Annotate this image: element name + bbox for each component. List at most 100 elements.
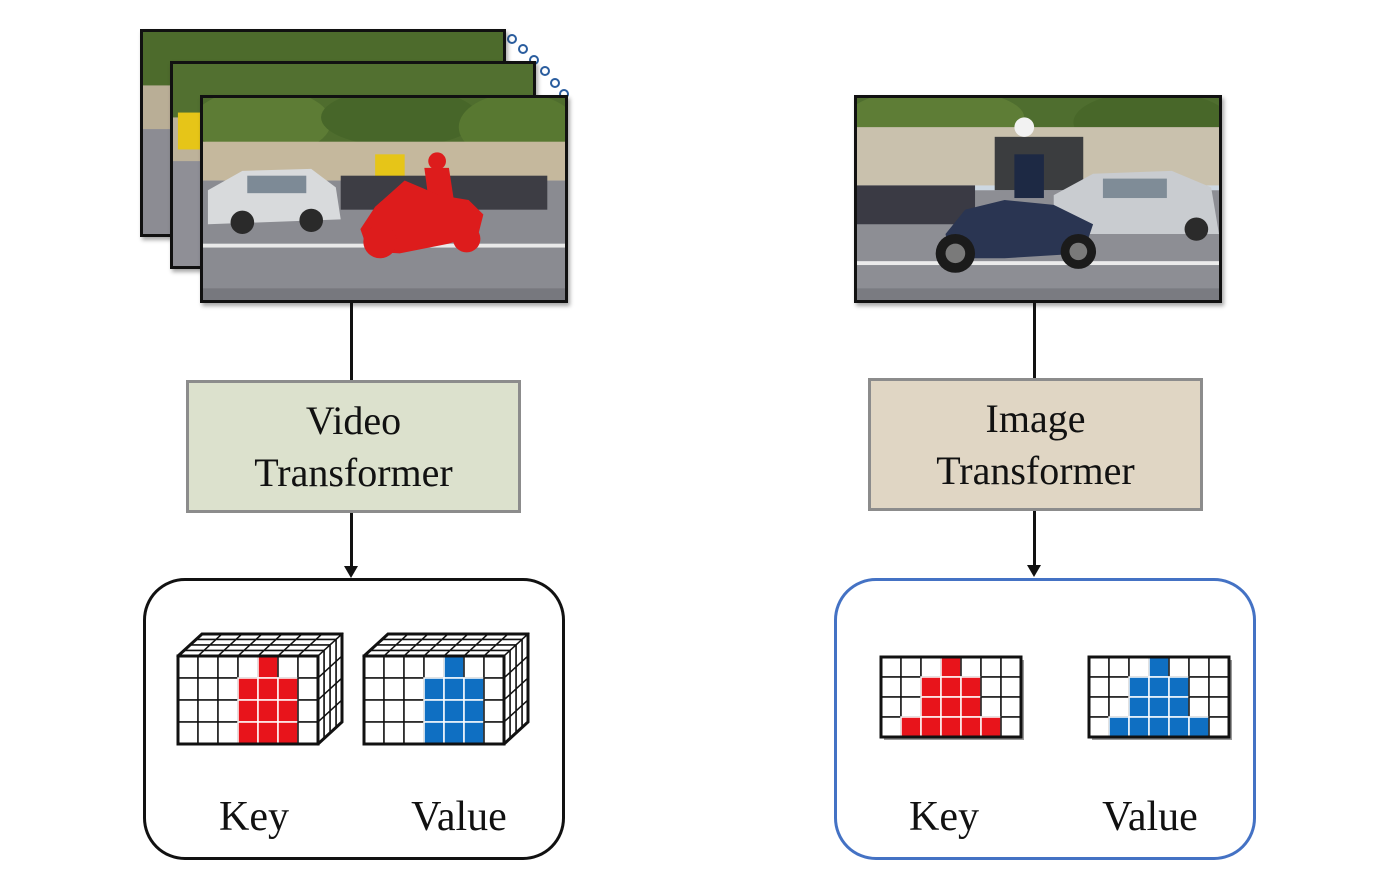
- image-value-filled-cell: [1188, 716, 1210, 738]
- image-key-empty-cell: [880, 696, 902, 718]
- image-key-empty-cell: [980, 656, 1002, 678]
- video-value-filled-cell: [463, 721, 485, 745]
- image-key-filled-cell: [960, 676, 982, 698]
- video-output-arrow-line: [350, 513, 353, 568]
- video-key-label: Key: [219, 794, 289, 840]
- video-key-filled-cell: [277, 721, 299, 745]
- image-key-empty-cell: [1000, 656, 1022, 678]
- video-value-back-edge: [362, 632, 530, 746]
- image-value-filled-cell: [1168, 696, 1190, 718]
- image-key-border: [879, 655, 1023, 739]
- video-key-grid: [176, 632, 344, 746]
- image-key-label: Key: [909, 794, 979, 840]
- image-transformer-line2: Transformer: [936, 447, 1135, 493]
- image-key-empty-cell: [1000, 676, 1022, 698]
- down-arrow-icon: [1027, 565, 1041, 577]
- video-key-filled-cell: [237, 699, 259, 723]
- image-key-empty-cell: [980, 676, 1002, 698]
- video-key-filled-cell: [257, 721, 279, 745]
- image-key-grid: [879, 655, 1024, 740]
- video-value-filled-cell: [443, 655, 465, 679]
- image-value-label: Value: [1102, 794, 1198, 840]
- video-value-empty-cell: [363, 699, 385, 723]
- image-key-empty-cell: [960, 656, 982, 678]
- video-key-back-edge: [176, 632, 344, 746]
- image-value-empty-cell: [1088, 676, 1110, 698]
- image-value-filled-cell: [1148, 656, 1170, 678]
- video-key-empty-cell: [177, 677, 199, 701]
- video-key-empty-cell: [217, 721, 239, 745]
- image-value-empty-cell: [1088, 716, 1110, 738]
- video-value-filled-cell: [443, 677, 465, 701]
- image-value-empty-cell: [1088, 656, 1110, 678]
- video-value-empty-cell: [483, 721, 505, 745]
- video-value-filled-cell: [443, 721, 465, 745]
- frame-dot: [518, 44, 528, 54]
- image-key-empty-cell: [1000, 716, 1022, 738]
- image-value-empty-cell: [1188, 656, 1210, 678]
- video-key-empty-cell: [197, 699, 219, 723]
- video-value-empty-cell: [483, 655, 505, 679]
- video-value-empty-cell: [383, 677, 405, 701]
- image-key-filled-cell: [940, 656, 962, 678]
- video-transformer-box: Video Transformer: [186, 380, 521, 513]
- frame-dot: [540, 66, 550, 76]
- video-key-filled-cell: [237, 677, 259, 701]
- video-key-empty-cell: [237, 655, 259, 679]
- image-key-empty-cell: [880, 656, 902, 678]
- video-value-empty-cell: [383, 721, 405, 745]
- image-value-filled-cell: [1168, 716, 1190, 738]
- image-value-filled-cell: [1128, 696, 1150, 718]
- frame-dot: [550, 78, 560, 88]
- image-key-empty-cell: [1000, 696, 1022, 718]
- video-value-empty-cell: [363, 677, 385, 701]
- image-key-filled-cell: [920, 696, 942, 718]
- video-key-empty-cell: [217, 655, 239, 679]
- frame-dot: [507, 34, 517, 44]
- video-key-empty-cell: [297, 655, 319, 679]
- video-key-empty-cell: [217, 699, 239, 723]
- video-key-filled-cell: [277, 677, 299, 701]
- image-value-filled-cell: [1148, 676, 1170, 698]
- video-transformer-line1: Video: [305, 397, 402, 443]
- video-value-empty-cell: [383, 699, 405, 723]
- image-key-empty-cell: [900, 696, 922, 718]
- image-value-empty-cell: [1128, 656, 1150, 678]
- image-key-filled-cell: [920, 716, 942, 738]
- video-value-filled-cell: [423, 721, 445, 745]
- image-key-empty-cell: [880, 716, 902, 738]
- video-value-empty-cell: [403, 699, 425, 723]
- video-key-filled-cell: [257, 699, 279, 723]
- image-key-filled-cell: [900, 716, 922, 738]
- video-value-front-border: [362, 654, 506, 746]
- image-value-empty-cell: [1208, 656, 1230, 678]
- video-key-filled-cell: [277, 699, 299, 723]
- image-value-filled-cell: [1148, 716, 1170, 738]
- video-key-empty-cell: [177, 699, 199, 723]
- video-value-empty-cell: [403, 655, 425, 679]
- image-value-empty-cell: [1208, 696, 1230, 718]
- image-key-filled-cell: [940, 716, 962, 738]
- image-value-empty-cell: [1108, 696, 1130, 718]
- image-output-arrow-line: [1033, 511, 1036, 567]
- image-frame: [854, 95, 1222, 303]
- video-value-empty-cell: [423, 655, 445, 679]
- video-key-front-border: [176, 654, 320, 746]
- image-connector-line: [1033, 303, 1036, 380]
- image-key-empty-cell: [880, 676, 902, 698]
- video-key-empty-cell: [177, 721, 199, 745]
- video-value-filled-cell: [423, 677, 445, 701]
- video-key-empty-cell: [177, 655, 199, 679]
- video-key-empty-cell: [277, 655, 299, 679]
- image-key-empty-cell: [920, 656, 942, 678]
- image-key-filled-cell: [940, 676, 962, 698]
- video-value-empty-cell: [363, 721, 385, 745]
- video-key-filled-cell: [257, 677, 279, 701]
- image-value-filled-cell: [1128, 676, 1150, 698]
- video-key-empty-cell: [197, 655, 219, 679]
- image-transformer-line1: Image: [985, 395, 1086, 441]
- video-value-empty-cell: [483, 677, 505, 701]
- image-key-empty-cell: [900, 676, 922, 698]
- image-key-filled-cell: [920, 676, 942, 698]
- image-key-empty-cell: [900, 656, 922, 678]
